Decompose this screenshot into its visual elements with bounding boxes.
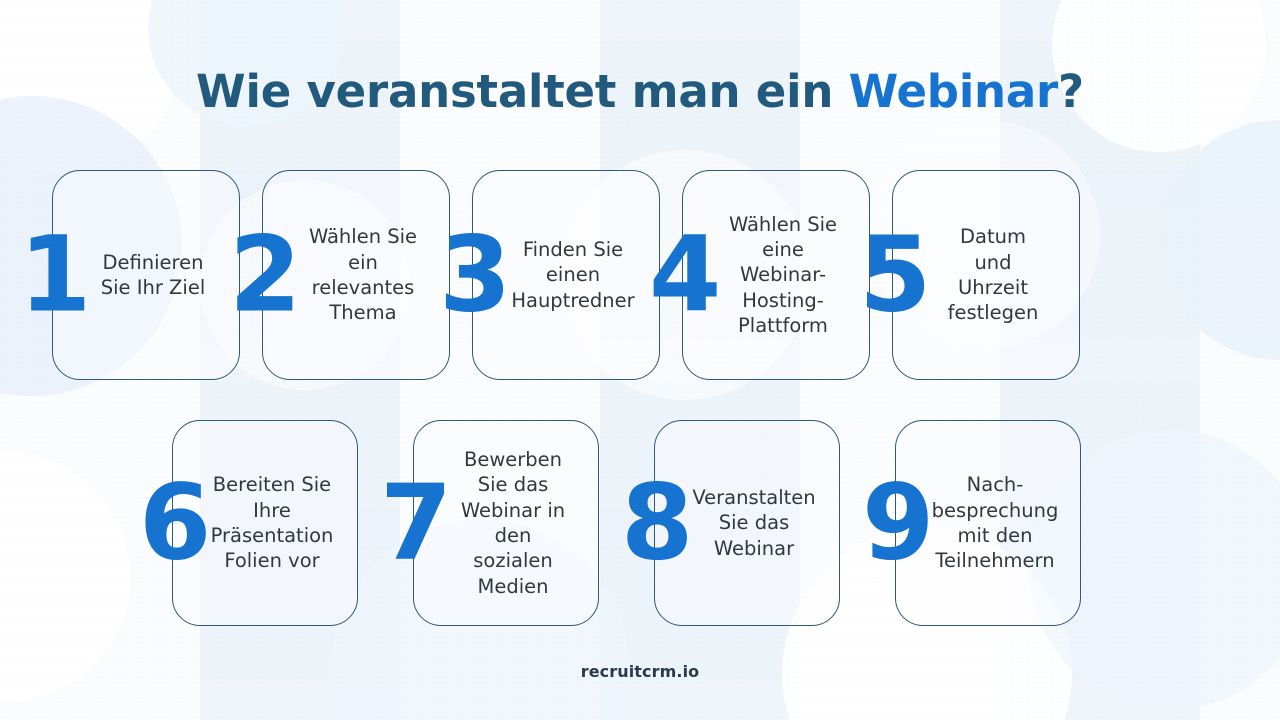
step-number-3: 3 — [439, 213, 511, 336]
step-label-2: Wählen Sie ein relevantes Thema — [308, 225, 418, 325]
step-label-9: Nach- besprechung mit den Teilnehmern — [931, 473, 1059, 573]
step-card-5[interactable]: 5 Datum und Uhrzeit festlegen — [859, 170, 1080, 380]
step-label-5: Datum und Uhrzeit festlegen — [947, 225, 1039, 325]
step-card-8[interactable]: 8 Veranstalten Sie das Webinar — [621, 420, 840, 626]
step-number-9: 9 — [862, 461, 934, 584]
step-label-8: Veranstalten Sie das Webinar — [692, 485, 816, 560]
step-label-4: Wählen Sie eine Webinar- Hosting- Plattf… — [728, 212, 838, 338]
steps-row-top: 1 Definieren Sie Ihr Ziel 2 Wählen Sie e… — [19, 170, 1102, 380]
step-label-7: Bewerben Sie das Webinar in den sozialen… — [460, 447, 566, 598]
step-card-2[interactable]: 2 Wählen Sie ein relevantes Thema — [229, 170, 450, 380]
step-number-6: 6 — [139, 461, 211, 584]
page-title-part-one: Wie veranstaltet man ein — [196, 65, 849, 119]
steps-row-bottom: 6 Bereiten Sie Ihre Präsentation Folien … — [139, 420, 1136, 626]
page-title-question-mark: ? — [1058, 65, 1084, 119]
step-card-1[interactable]: 1 Definieren Sie Ihr Ziel — [19, 170, 240, 380]
step-card-6[interactable]: 6 Bereiten Sie Ihre Präsentation Folien … — [139, 420, 358, 626]
step-label-6: Bereiten Sie Ihre Präsentation Folien vo… — [210, 473, 334, 573]
page-title: Wie veranstaltet man ein Webinar? — [0, 66, 1280, 118]
step-number-8: 8 — [621, 461, 693, 584]
step-label-1: Definieren Sie Ihr Ziel — [100, 250, 206, 299]
step-number-7: 7 — [380, 461, 452, 584]
step-card-4[interactable]: 4 Wählen Sie eine Webinar- Hosting- Plat… — [649, 170, 870, 380]
step-label-3: Finden Sie einen Hauptredner — [511, 237, 635, 312]
step-number-2: 2 — [229, 213, 301, 336]
step-card-7[interactable]: 7 Bewerben Sie das Webinar in den sozial… — [380, 420, 599, 626]
step-number-4: 4 — [649, 213, 721, 336]
step-number-5: 5 — [859, 213, 931, 336]
step-card-3[interactable]: 3 Finden Sie einen Hauptredner — [439, 170, 660, 380]
footer-brand: recruitcrm.io — [580, 662, 700, 681]
step-card-9[interactable]: 9 Nach- besprechung mit den Teilnehmern — [862, 420, 1081, 626]
page-title-highlight: Webinar — [848, 65, 1059, 119]
step-number-1: 1 — [19, 213, 91, 336]
